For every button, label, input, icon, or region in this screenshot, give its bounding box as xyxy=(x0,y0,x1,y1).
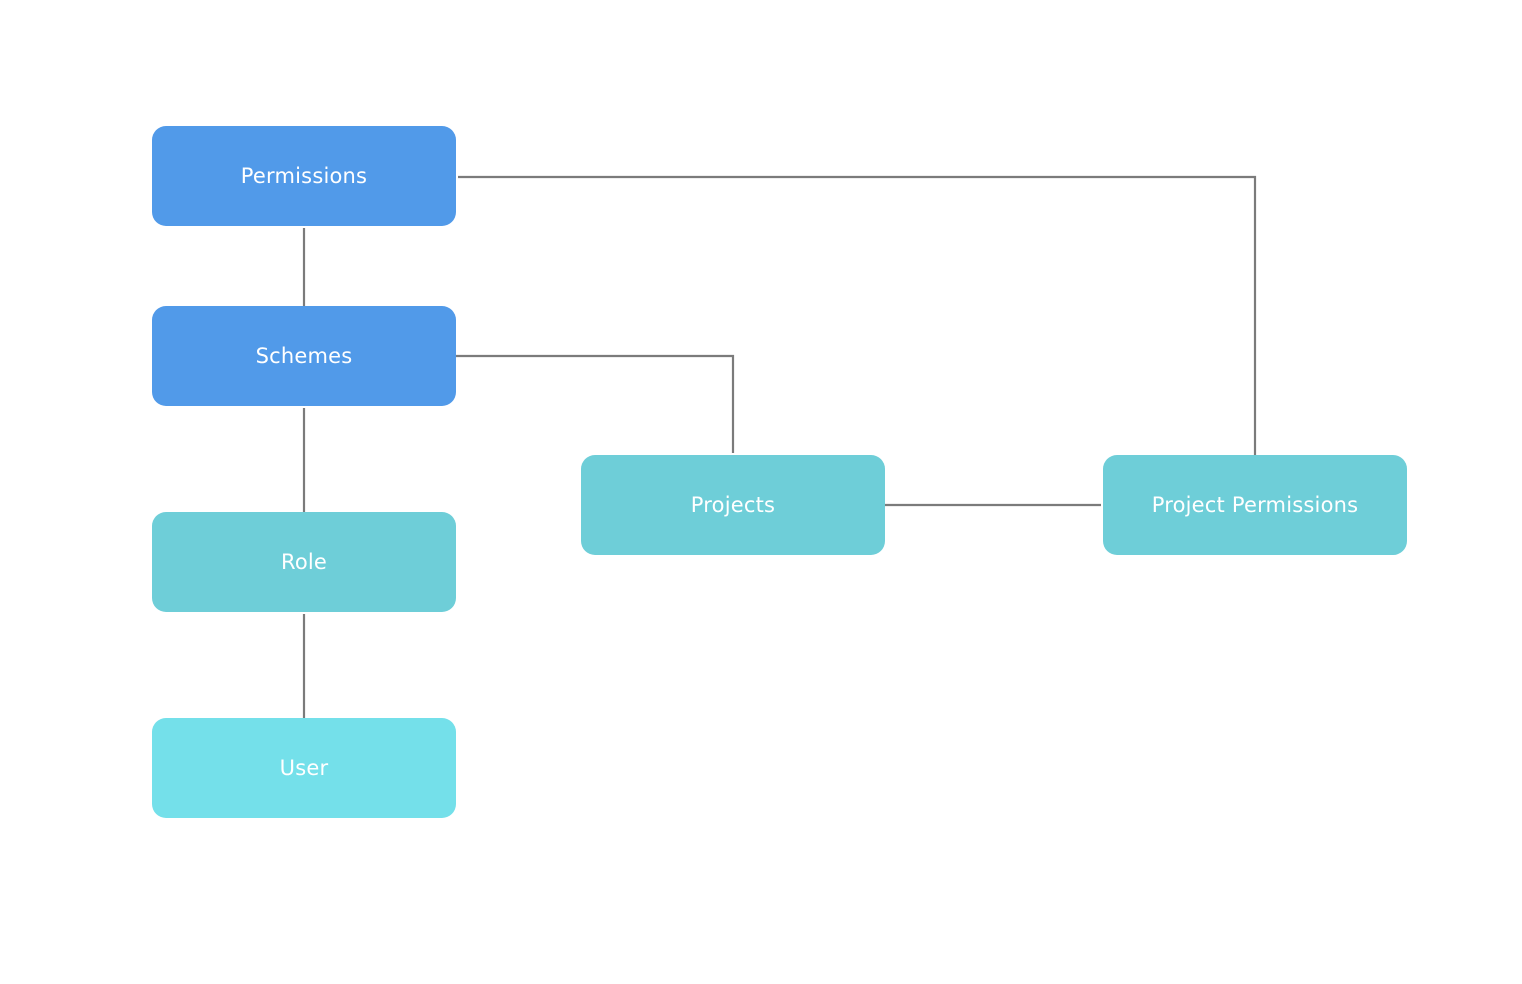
node-schemes-label: Schemes xyxy=(255,344,353,368)
node-project-permissions[interactable]: Project Permissions xyxy=(1103,455,1407,555)
node-permissions[interactable]: Permissions xyxy=(152,126,456,226)
node-role-label: Role xyxy=(280,550,328,574)
node-projects[interactable]: Projects xyxy=(581,455,885,555)
node-projects-label: Projects xyxy=(690,493,776,517)
node-project-permissions-label: Project Permissions xyxy=(1151,493,1359,517)
connector-project-permissions-to-permissions xyxy=(458,175,1257,455)
connector-schemes-to-projects xyxy=(456,354,735,453)
node-permissions-label: Permissions xyxy=(240,164,368,188)
node-user[interactable]: User xyxy=(152,718,456,818)
node-schemes[interactable]: Schemes xyxy=(152,306,456,406)
node-user-label: User xyxy=(279,756,329,780)
node-role[interactable]: Role xyxy=(152,512,456,612)
